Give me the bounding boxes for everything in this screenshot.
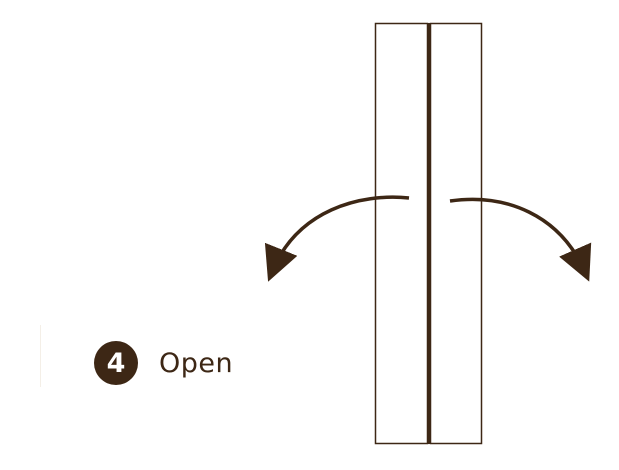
right-door-panel [429, 22, 483, 445]
step-number-badge: 4 [94, 341, 138, 385]
curved-arrow-right-icon [449, 197, 592, 282]
curved-arrow-left-icon [264, 195, 410, 282]
left-door-panel [374, 22, 429, 445]
door-panels [374, 22, 483, 445]
step-text: Open [159, 347, 234, 379]
faint-edge-mark [40, 325, 41, 387]
step-label: 4 Open [94, 340, 233, 386]
